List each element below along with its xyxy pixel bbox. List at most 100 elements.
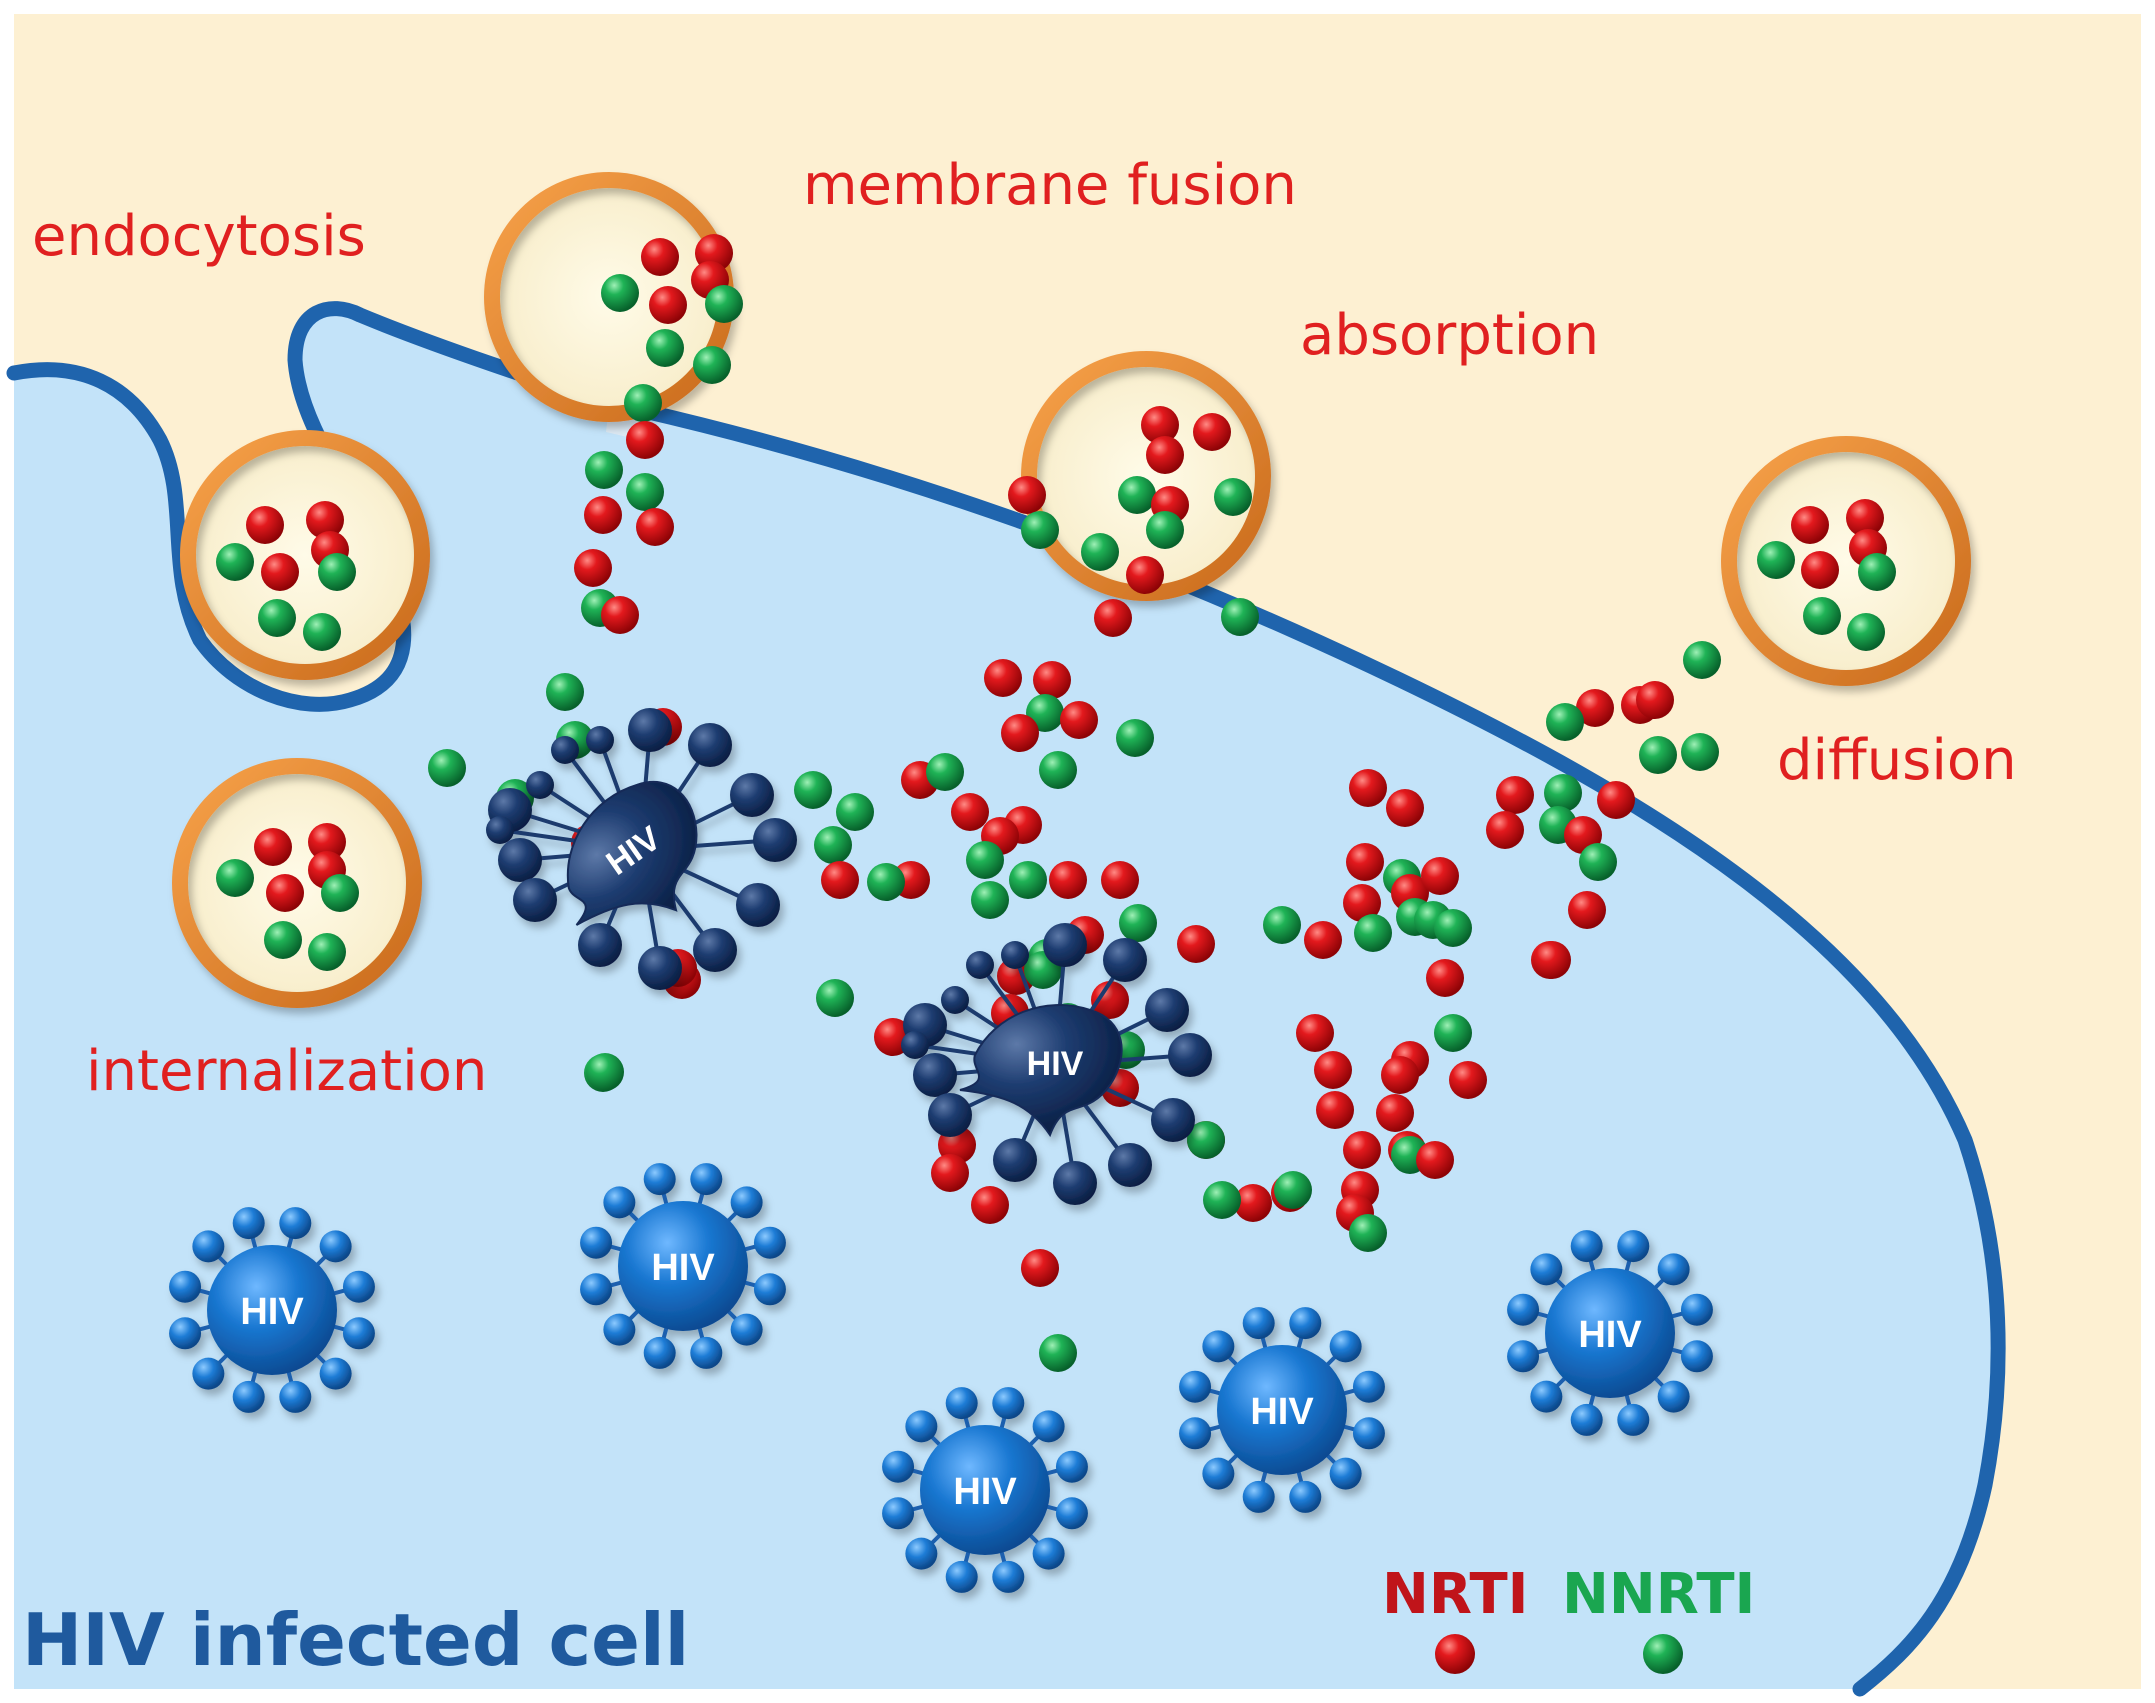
nnrti-molecule	[1858, 553, 1896, 591]
nrti-molecule	[1343, 1131, 1381, 1169]
nnrti-molecule	[1354, 914, 1392, 952]
virion-core	[618, 1201, 748, 1331]
label-diffusion: diffusion	[1777, 728, 2017, 793]
nrti-molecule	[1381, 1056, 1419, 1094]
virion-spike	[232, 1380, 265, 1413]
virion-spike	[169, 1317, 202, 1350]
nnrti-molecule	[303, 613, 341, 651]
nnrti-molecule	[693, 346, 731, 384]
nrti-molecule	[636, 508, 674, 546]
nrti-molecule	[1846, 499, 1884, 537]
nnrti-molecule	[216, 859, 254, 897]
hiv-virion-3: HIV	[882, 1387, 1088, 1593]
nrti-molecule	[1314, 1051, 1352, 1089]
nrti-molecule	[1568, 891, 1606, 929]
label-membrane-fusion: membrane fusion	[803, 153, 1297, 218]
vesicle-membrane	[1721, 436, 1971, 686]
nnrti-molecule	[626, 473, 664, 511]
virion-spike	[882, 1450, 915, 1483]
virion-spike	[1352, 1417, 1385, 1450]
nnrti-molecule	[1546, 703, 1584, 741]
virion-spike	[580, 1226, 613, 1259]
nrti-molecule	[1021, 1249, 1059, 1287]
virion-spike	[1032, 1537, 1065, 1570]
nrti-molecule	[1001, 714, 1039, 752]
legend-nrti-label: NRTI	[1382, 1562, 1529, 1627]
nrti-molecule	[1234, 1184, 1272, 1222]
vesicle-membrane	[180, 430, 430, 680]
nrti-molecule	[266, 874, 304, 912]
virion-spike	[1507, 1293, 1540, 1326]
nrti-molecule	[971, 1186, 1009, 1224]
label-internalization: internalization	[86, 1039, 487, 1104]
virion-spike	[1329, 1457, 1362, 1490]
nnrti-molecule	[1009, 861, 1047, 899]
nrti-molecule	[1636, 681, 1674, 719]
virion-label: HIV	[651, 1247, 715, 1289]
nrti-molecule	[308, 823, 346, 861]
budding-spike	[736, 883, 780, 927]
budding-spike	[1145, 988, 1189, 1032]
virion-spike	[690, 1163, 723, 1196]
virion-spike	[1289, 1307, 1322, 1340]
virion-spike	[1242, 1307, 1275, 1340]
nnrti-molecule	[646, 329, 684, 367]
virion-spike	[342, 1317, 375, 1350]
nrti-molecule	[1094, 599, 1132, 637]
nnrti-molecule	[1349, 1214, 1387, 1252]
nrti-molecule	[1376, 1094, 1414, 1132]
budding-spike	[928, 1093, 972, 1137]
nnrti-molecule	[1803, 597, 1841, 635]
nnrti-molecule	[971, 881, 1009, 919]
nrti-molecule	[1033, 661, 1071, 699]
legend-nrti-dot	[1435, 1634, 1475, 1674]
virion-spike	[603, 1313, 636, 1346]
nnrti-molecule	[1274, 1171, 1312, 1209]
nrti-molecule	[246, 506, 284, 544]
virion-spike	[1530, 1253, 1563, 1286]
vesicle-membrane	[172, 758, 422, 1008]
nrti-molecule	[951, 793, 989, 831]
budding-spike	[1108, 1143, 1152, 1187]
virion-spike	[1657, 1253, 1690, 1286]
legend: NRTI NNRTI	[1382, 1562, 1755, 1674]
nnrti-molecule	[1081, 533, 1119, 571]
nrti-molecule	[1146, 436, 1184, 474]
nrti-molecule	[254, 828, 292, 866]
virion-spike	[232, 1207, 265, 1240]
virion-spike	[342, 1270, 375, 1303]
nrti-molecule	[1486, 811, 1524, 849]
nnrti-molecule	[1434, 1014, 1472, 1052]
nnrti-molecule	[926, 753, 964, 791]
nnrti-molecule	[1187, 1121, 1225, 1159]
nnrti-molecule	[816, 979, 854, 1017]
budding-spike	[586, 726, 614, 754]
nrti-molecule	[1421, 857, 1459, 895]
nnrti-molecule	[1118, 476, 1156, 514]
virion-spike	[753, 1226, 786, 1259]
virion-spike	[1507, 1340, 1540, 1373]
nnrti-molecule	[1639, 736, 1677, 774]
virion-spike	[945, 1560, 978, 1593]
virion-spike	[1680, 1340, 1713, 1373]
budding-spike	[513, 878, 557, 922]
nrti-molecule	[1426, 959, 1464, 997]
virion-spike	[169, 1270, 202, 1303]
nnrti-molecule	[1039, 1334, 1077, 1372]
nnrti-molecule	[814, 826, 852, 864]
virion-label: HIV	[1250, 1391, 1314, 1433]
budding-spike	[526, 771, 554, 799]
nnrti-molecule	[321, 874, 359, 912]
virion-spike	[1570, 1230, 1603, 1263]
virion-label: HIV	[1578, 1314, 1642, 1356]
virion-spike	[1242, 1480, 1275, 1513]
hiv-budding-1: HIV	[486, 708, 797, 990]
virion-spike	[1617, 1403, 1650, 1436]
virion-spike	[730, 1186, 763, 1219]
virion-spike	[992, 1387, 1025, 1420]
nrti-molecule	[1126, 556, 1164, 594]
nrti-molecule	[1533, 941, 1571, 979]
virion-spike	[319, 1357, 352, 1390]
virion-spike	[1570, 1403, 1603, 1436]
